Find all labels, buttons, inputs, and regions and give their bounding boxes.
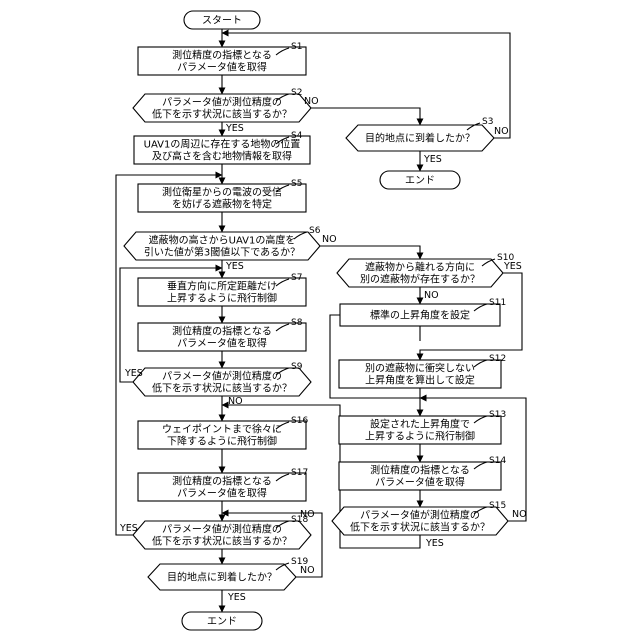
node-text: 引いた値が第3閾値以下であるか？ [144, 246, 300, 259]
node-text: 上昇するように飛行制御 [167, 292, 277, 305]
step-label: S5 [291, 179, 302, 189]
step-label: S13 [489, 410, 506, 420]
step-label: S11 [489, 298, 506, 308]
node-text: 低下を示す状況に該当するか？ [152, 108, 292, 121]
edge-label-s19-yes: YES [227, 592, 246, 603]
step-label: S1 [291, 42, 302, 52]
step-label: S8 [291, 318, 303, 328]
node-s11: 標準の上昇角度を設定 S11 [340, 298, 506, 326]
node-text: 低下を示す状況に該当するか？ [152, 382, 292, 395]
node-text: 測位精度の指標となる [172, 325, 272, 338]
node-text: パラメータ値が測位精度の [162, 96, 282, 109]
step-label: S14 [489, 456, 506, 466]
arrow-s6-s10 [320, 246, 420, 259]
node-text: 低下を示す状況に該当するか？ [152, 535, 292, 548]
node-text: 低下を示す状況に該当するか？ [350, 521, 490, 534]
step-label: S15 [489, 501, 506, 511]
node-s5: 測位衛星からの電波の受信を妨げる遮蔽物を特定 S5 [138, 179, 306, 212]
node-s7: 垂直方向に所定距離だけ上昇するように飛行制御 S7 [138, 273, 306, 306]
node-text: 別の遮蔽物に衝突しない [365, 362, 475, 375]
node-end2: エンド [182, 612, 262, 630]
node-text: スタート [202, 15, 242, 27]
node-s1: 測位精度の指標となるパラメータ値を取得 S1 [138, 42, 306, 75]
node-text: 設定された上昇角度で [370, 418, 470, 431]
node-start: スタート [184, 11, 260, 29]
node-text: 目的地点に到着したか？ [167, 571, 277, 584]
edge-label-s6-no: NO [322, 234, 337, 245]
node-text: パラメータ値を取得 [177, 487, 267, 500]
node-text: 目的地点に到着したか？ [365, 132, 475, 145]
node-text: エンド [405, 176, 435, 187]
node-text: パラメータ値を取得 [177, 61, 267, 74]
node-text: エンド [207, 617, 237, 628]
node-text: パラメータ値が測位精度の [162, 370, 282, 383]
step-label: S12 [489, 354, 506, 364]
node-text: パラメータ値が測位精度の [162, 523, 282, 536]
edge-label-s3-no: NO [494, 126, 509, 137]
step-label: S9 [291, 362, 303, 372]
node-text: 測位衛星からの電波の受信 [162, 186, 282, 199]
node-s14: 測位精度の指標となるパラメータ値を取得 S14 [339, 456, 506, 490]
edge-label-s9-no: NO [228, 396, 243, 407]
step-label: S2 [291, 88, 302, 98]
edge-label-s2-no: NO [304, 96, 319, 107]
node-text: ウェイポイントまで徐々に [162, 423, 282, 436]
node-text: 及び高さを含む地物情報を取得 [152, 150, 292, 163]
edge-label-s18-yes: YES [119, 523, 138, 534]
node-text: パラメータ値を取得 [375, 476, 465, 489]
step-label: S16 [291, 416, 308, 426]
edge-label-s6-yes: YES [225, 261, 244, 272]
node-s8: 測位精度の指標となるパラメータ値を取得 S8 [138, 318, 306, 351]
node-text: 下降するように飛行制御 [167, 435, 277, 448]
step-label: S4 [291, 131, 303, 141]
step-label: S6 [309, 226, 321, 236]
edge-label-s19-no: NO [300, 565, 315, 576]
node-text: 遮蔽物の高さからUAV1の高度を [149, 234, 296, 247]
edge-label-s2-yes: YES [225, 123, 244, 134]
node-text: 測位精度の指標となる [172, 49, 272, 62]
node-text: 遮蔽物から離れる方向に [365, 261, 475, 274]
node-text: 上昇角度を算出して設定 [365, 374, 475, 387]
node-text: パラメータ値を取得 [177, 337, 267, 350]
node-text: を妨げる遮蔽物を特定 [172, 198, 272, 211]
step-label: S17 [291, 468, 308, 478]
node-text: 測位精度の指標となる [370, 464, 470, 477]
node-text: パラメータ値が測位精度の [360, 509, 480, 522]
node-text: 上昇するように飛行制御 [365, 430, 475, 443]
node-s17: 測位精度の指標となるパラメータ値を取得 S17 [138, 468, 308, 501]
node-text: 標準の上昇角度を設定 [370, 309, 470, 322]
node-s19: 目的地点に到着したか？S19 [148, 557, 308, 590]
node-end1: エンド [380, 171, 460, 189]
arrow-s2-s3 [311, 108, 420, 125]
node-text: 測位精度の指標となる [172, 475, 272, 488]
edge-label-s9-yes: YES [124, 368, 143, 379]
node-s10: 遮蔽物から離れる方向に別の遮蔽物が存在するか？S10 [337, 253, 514, 287]
step-label: S3 [482, 117, 493, 127]
edge-label-s10-yes: YES [503, 261, 522, 272]
edge-label-s18-no: NO [300, 509, 315, 520]
edge-label-s10-no: NO [424, 290, 439, 301]
edge-label-s15-yes: YES [425, 538, 444, 549]
node-s16: ウェイポイントまで徐々に下降するように飛行制御 S16 [138, 416, 308, 449]
step-label: S7 [291, 273, 302, 283]
node-s4: UAV1の周辺に存在する地物の位置及び高さを含む地物情報を取得S4 [134, 131, 310, 164]
node-text: 垂直方向に所定距離だけ [167, 280, 277, 293]
edge-label-s15-no: NO [512, 509, 527, 520]
node-s12: 別の遮蔽物に衝突しない上昇角度を算出して設定 S12 [339, 354, 506, 388]
node-s13: 設定された上昇角度で上昇するように飛行制御 S13 [339, 410, 506, 444]
edge-label-s3-yes: YES [423, 154, 442, 165]
node-text: 別の遮蔽物が存在するか？ [360, 273, 480, 286]
